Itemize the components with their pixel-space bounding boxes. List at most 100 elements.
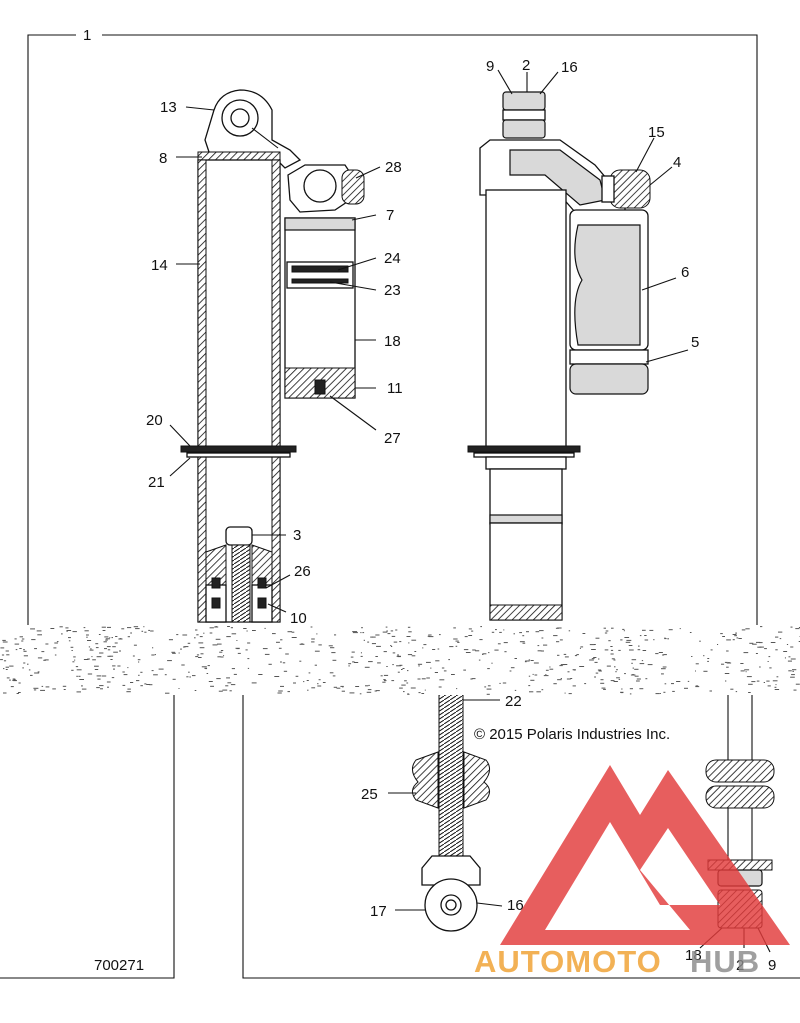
break-speckle [368,661,373,663]
break-speckle [525,660,530,662]
break-speckle [528,685,531,687]
break-speckle [113,651,118,653]
break-speckle [383,679,386,681]
break-speckle [243,628,247,629]
break-speckle [385,626,388,628]
break-speckle [435,660,440,662]
break-speckle [153,674,158,676]
break-speckle [133,644,137,646]
break-speckle [600,679,604,681]
break-speckle [471,630,474,632]
break-speckle [629,649,634,651]
break-speckle [9,665,14,667]
break-speckle [274,676,280,677]
break-speckle [189,676,191,678]
break-speckle [582,633,586,634]
break-speckle [316,633,318,635]
break-speckle [36,630,42,632]
break-speckle [205,668,207,670]
break-speckle [594,676,596,678]
break-speckle [710,649,713,651]
break-speckle [332,659,337,661]
break-speckle [465,652,471,653]
break-speckle [383,674,389,676]
break-speckle [41,685,44,687]
break-speckle [83,659,89,660]
break-speckle [503,642,508,644]
callout-21: 20 [146,412,163,429]
break-speckle [522,635,525,637]
break-speckle [738,638,742,639]
break-speckle [2,639,6,641]
break-speckle [537,650,542,652]
break-speckle [18,692,21,693]
break-speckle [311,638,315,640]
break-speckle [268,663,272,665]
break-speckle [597,669,602,671]
figure-number: 700271 [94,957,144,974]
callout-18: 16 [561,59,578,76]
break-speckle [76,669,82,671]
break-speckle [453,638,458,640]
break-speckle [631,662,633,664]
break-speckle [684,687,688,689]
break-speckle [401,669,403,670]
break-speckle [564,656,569,658]
break-speckle [720,633,723,635]
break-speckle [779,638,782,640]
break-speckle [210,685,214,687]
break-speckle [732,634,737,635]
break-speckle [428,636,434,638]
break-speckle [364,666,370,668]
break-speckle [195,629,198,631]
break-speckle [611,658,615,660]
break-speckle [19,636,23,638]
break-speckle [122,684,126,686]
break-speckle [311,687,316,689]
break-speckle [537,645,540,647]
break-speckle [99,685,104,687]
break-speckle [695,670,696,672]
break-speckle [1,654,5,656]
break-speckle [559,665,563,667]
break-speckle [482,654,484,655]
break-speckle [772,680,778,682]
break-speckle [732,639,735,641]
break-speckle [615,671,617,673]
break-speckle [5,666,9,668]
break-speckle [219,651,223,653]
break-speckle [623,630,625,632]
break-speckle [27,663,29,665]
break-speckle [726,666,729,668]
break-speckle [362,632,365,634]
break-speckle [348,663,352,665]
break-speckle [687,680,690,682]
break-speckle [759,666,761,668]
break-speckle [65,627,69,629]
break-speckle [637,649,641,651]
break-speckle [529,691,534,693]
break-speckle [350,656,354,658]
break-speckle [194,690,197,691]
break-speckle [352,661,355,663]
break-speckle [383,651,387,653]
break-speckle [0,647,5,649]
break-speckle [13,679,17,681]
break-speckle [557,654,560,656]
break-speckle [679,628,681,630]
break-speckle [223,655,225,657]
break-speckle [463,669,466,671]
break-speckle [127,688,131,690]
break-speckle [756,641,761,643]
break-speckle [655,693,660,695]
break-speckle [183,646,186,648]
break-speckle [127,627,132,629]
break-speckle [44,659,49,661]
break-speckle [441,667,445,669]
break-speckle [68,637,71,639]
break-speckle [127,636,130,638]
break-speckle [740,670,745,672]
break-speckle [774,689,780,690]
break-speckle [14,638,17,640]
break-speckle [34,672,40,674]
